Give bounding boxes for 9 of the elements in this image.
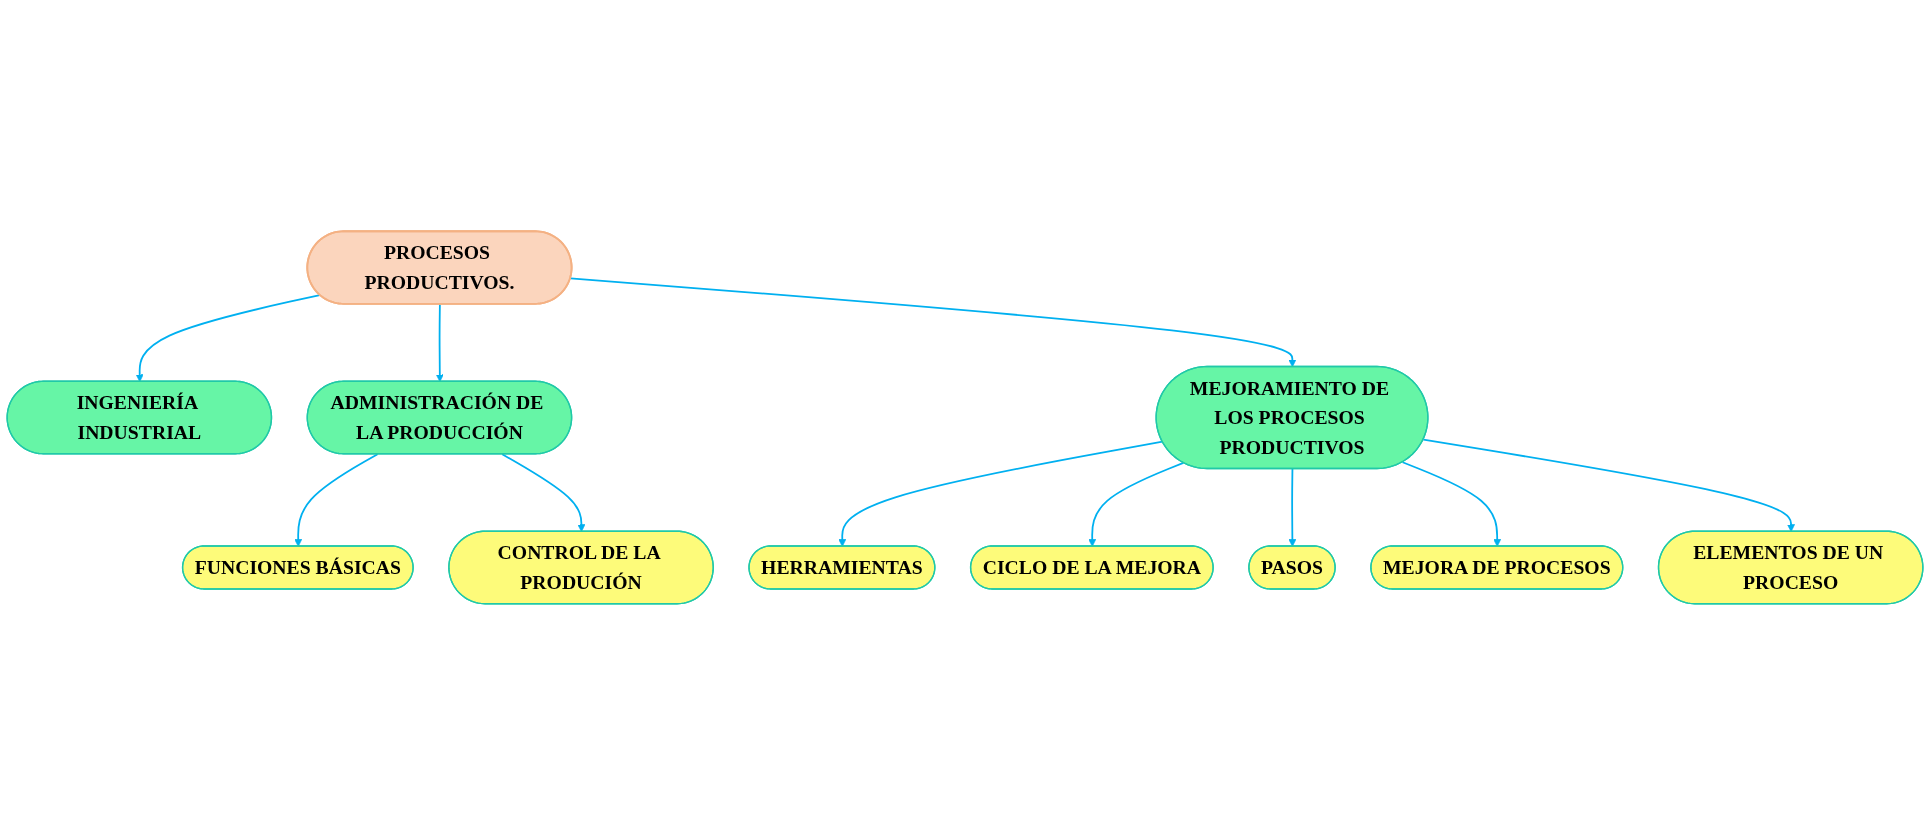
arrow — [1401, 461, 1502, 547]
arrow — [1088, 461, 1185, 547]
arrow — [135, 294, 321, 383]
arrow — [435, 303, 444, 383]
arrow — [501, 453, 586, 532]
arrow — [294, 453, 379, 547]
arrow — [569, 277, 1297, 368]
arrow — [1422, 438, 1795, 532]
arrow — [1288, 468, 1297, 547]
